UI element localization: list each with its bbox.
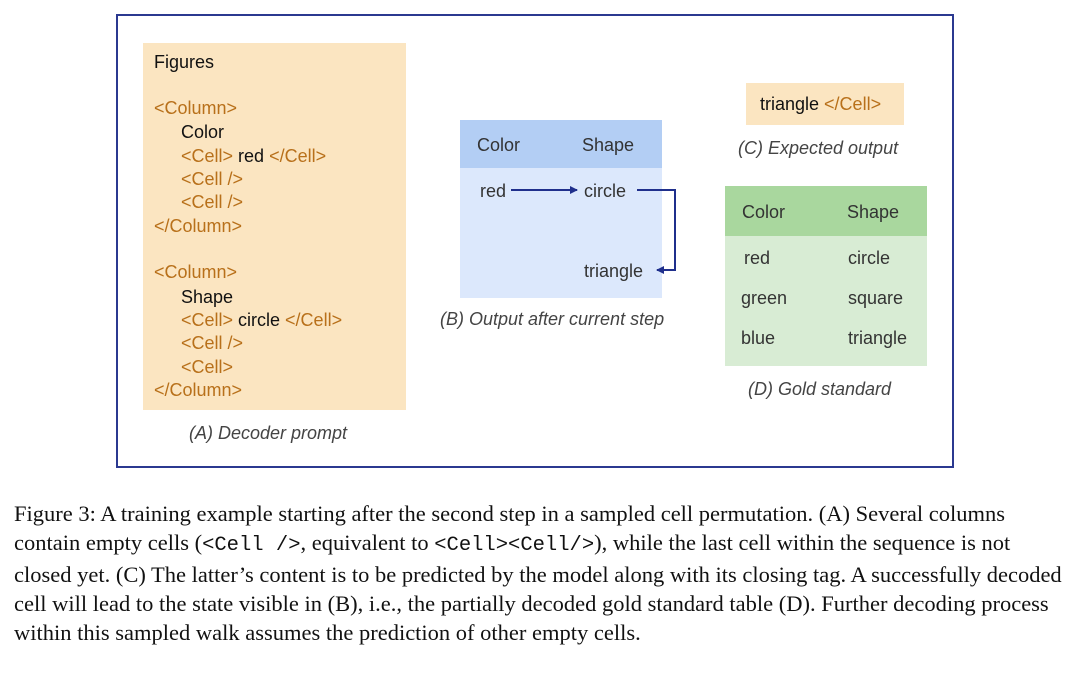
expected-output-text: triangle </Cell> <box>760 94 881 114</box>
output-cell-circle: circle <box>584 181 627 201</box>
gold-cell-shape: triangle <box>848 328 908 348</box>
expected-close-tag: </Cell> <box>824 94 882 114</box>
gold-cell-color: red <box>744 248 771 268</box>
gold-cell-shape: square <box>848 288 904 308</box>
prompt-empty-cell: <Cell /> <box>181 333 244 353</box>
prompt-column-open-tag: <Column> <box>154 98 238 118</box>
caption-code: <Cell><Cell/> <box>434 534 595 557</box>
caption-code: <Cell /> <box>202 534 301 557</box>
prompt-cell-red: <Cell> red </Cell> <box>181 146 326 166</box>
prompt-column-open-tag: <Column> <box>154 262 238 282</box>
prompt-empty-cell: <Cell /> <box>181 192 244 212</box>
expected-output-box <box>746 83 904 125</box>
output-header-shape: Shape <box>582 135 635 155</box>
caption-decoder-prompt: (A) Decoder prompt <box>189 423 348 443</box>
caption-text: , equivalent to <box>300 530 435 555</box>
caption-text: Figure 3: A training example starting af… <box>14 501 1005 555</box>
prompt-column-close-tag: </Column> <box>154 216 243 236</box>
figure-caption: Figure 3: A training example starting af… <box>14 499 1070 647</box>
output-table-header <box>460 120 662 168</box>
prompt-column-name-color: Color <box>181 122 225 142</box>
output-cell-red: red <box>480 181 507 201</box>
caption-expected-output: (C) Expected output <box>738 138 899 158</box>
cell-value: circle <box>233 310 286 330</box>
prompt-empty-cell: <Cell /> <box>181 169 244 189</box>
gold-header-shape: Shape <box>847 202 900 222</box>
gold-header-color: Color <box>742 202 786 222</box>
output-cell-triangle: triangle <box>584 261 644 281</box>
caption-output-after-step: (B) Output after current step <box>440 309 665 329</box>
prompt-column-name-shape: Shape <box>181 287 234 307</box>
decoder-prompt-box <box>143 43 406 410</box>
cell-open-tag: <Cell> <box>181 146 234 166</box>
cell-value: red <box>233 146 270 166</box>
cell-close-tag: </Cell> <box>285 310 343 330</box>
cell-close-tag: </Cell> <box>269 146 327 166</box>
prompt-cell-circle: <Cell> circle </Cell> <box>181 310 342 330</box>
cell-open-tag: <Cell> <box>181 310 234 330</box>
gold-table-header <box>725 186 927 236</box>
prompt-title: Figures <box>154 52 215 72</box>
gold-cell-shape: circle <box>848 248 891 268</box>
arrow-circle-to-triangle <box>637 189 676 274</box>
expected-value: triangle <box>760 94 825 114</box>
gold-cell-color: green <box>741 288 788 308</box>
prompt-column-close-tag: </Column> <box>154 380 243 400</box>
prompt-unclosed-cell: <Cell> <box>181 357 234 377</box>
caption-gold-standard: (D) Gold standard <box>748 379 892 399</box>
output-header-color: Color <box>477 135 521 155</box>
caption-text: ), while the last cell within the sequen… <box>14 530 1062 645</box>
gold-cell-color: blue <box>741 328 776 348</box>
figure-frame <box>116 14 954 468</box>
